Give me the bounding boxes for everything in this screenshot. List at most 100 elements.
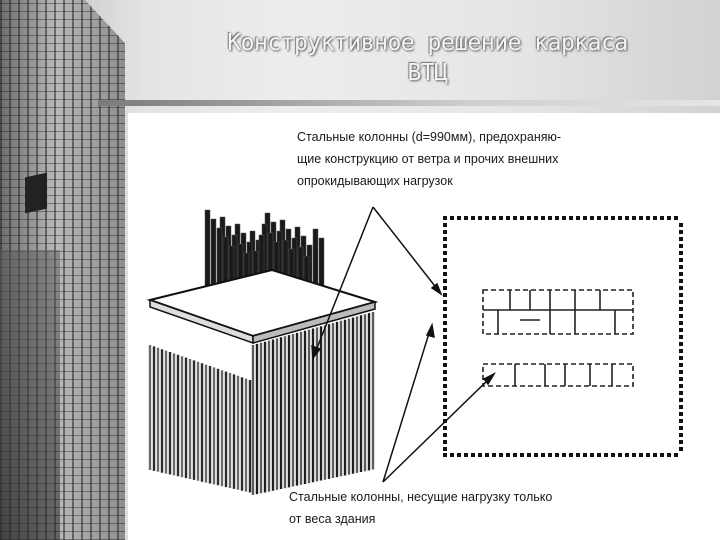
plan-column-dot <box>443 223 447 227</box>
plan-column-dot <box>443 440 447 444</box>
plan-column-dot <box>443 398 447 402</box>
plan-column-dot <box>646 453 650 457</box>
plan-column-dot <box>679 377 683 381</box>
plan-core-block <box>482 289 634 387</box>
plan-column-dot <box>679 272 683 276</box>
plan-column-dot <box>597 453 601 457</box>
plan-column-dot <box>562 453 566 457</box>
plan-column-dot <box>450 216 454 220</box>
plan-column-dot <box>513 453 517 457</box>
plan-column-dot <box>443 237 447 241</box>
plan-column-dot <box>604 216 608 220</box>
plan-column-dot <box>679 405 683 409</box>
plan-column-dot <box>590 216 594 220</box>
plan-column-dot <box>569 453 573 457</box>
plan-column-dot <box>646 216 650 220</box>
plan-column-dot <box>443 258 447 262</box>
plan-column-dot <box>653 453 657 457</box>
plan-column-dot <box>457 216 461 220</box>
plan-column-dot <box>527 216 531 220</box>
plan-column-dot <box>679 384 683 388</box>
plan-column-dot <box>443 433 447 437</box>
plan-column-dot <box>443 272 447 276</box>
plan-column-dot <box>443 384 447 388</box>
plan-column-dot <box>443 342 447 346</box>
plan-column-dot <box>485 453 489 457</box>
plan-column-dot <box>555 216 559 220</box>
plan-column-dot <box>443 265 447 269</box>
plan-column-dot <box>679 314 683 318</box>
plan-column-dot <box>457 453 461 457</box>
plan-column-dot <box>492 453 496 457</box>
plan-column-dot <box>632 216 636 220</box>
plan-column-dot <box>562 216 566 220</box>
plan-column-dot <box>679 230 683 234</box>
perimeter-column-bundle <box>148 312 375 495</box>
plan-column-dot <box>443 279 447 283</box>
plan-column-dot <box>548 453 552 457</box>
plan-perimeter-columns <box>443 216 683 457</box>
plan-column-dot <box>679 433 683 437</box>
plan-column-dot <box>443 307 447 311</box>
slide-title-line1: Конструктивное решение каркаса <box>227 30 628 56</box>
plan-column-dot <box>679 398 683 402</box>
floor-slab-side-right <box>252 301 376 344</box>
plan-column-dot <box>639 216 643 220</box>
plan-column-dot <box>443 412 447 416</box>
plan-column-dot <box>679 265 683 269</box>
plan-column-dot <box>679 335 683 339</box>
plan-column-dot <box>660 453 664 457</box>
plan-column-dot <box>506 216 510 220</box>
plan-column-dot <box>471 216 475 220</box>
plan-column-dot <box>667 453 671 457</box>
plan-column-dot <box>492 216 496 220</box>
plan-column-dot <box>443 453 447 457</box>
plan-column-dot <box>443 335 447 339</box>
plan-column-dot <box>569 216 573 220</box>
plan-column-dot <box>555 453 559 457</box>
plan-column-dot <box>443 286 447 290</box>
plan-column-dot <box>679 251 683 255</box>
plan-column-dot <box>527 453 531 457</box>
plan-column-dot <box>499 216 503 220</box>
plan-column-dot <box>618 453 622 457</box>
plan-column-dot <box>534 216 538 220</box>
plan-column-dot <box>443 447 447 451</box>
plan-column-dot <box>443 363 447 367</box>
plan-column-dot <box>679 300 683 304</box>
plan-column-dot <box>464 453 468 457</box>
plan-column-dot <box>478 453 482 457</box>
plan-column-dot <box>443 426 447 430</box>
plan-column-dot <box>679 321 683 325</box>
plan-column-dot <box>443 251 447 255</box>
plan-column-dot <box>443 370 447 374</box>
plan-column-dot <box>653 216 657 220</box>
plan-column-dot <box>583 216 587 220</box>
plan-column-dot <box>660 216 664 220</box>
plan-column-dot <box>499 453 503 457</box>
plan-column-dot <box>639 453 643 457</box>
plan-column-dot <box>443 230 447 234</box>
plan-column-dot <box>679 370 683 374</box>
caption-perimeter-columns: Стальные колонны (d=990мм), предохраняю-… <box>297 130 562 188</box>
pointer-arrows <box>311 206 496 483</box>
title-divider <box>98 100 720 106</box>
plan-column-dot <box>679 440 683 444</box>
plan-column-dot <box>597 216 601 220</box>
plan-column-dot <box>679 237 683 241</box>
plan-column-dot <box>679 342 683 346</box>
plan-column-dot <box>625 216 629 220</box>
caption-core-columns: Стальные колонны, несущие нагрузку тольк… <box>289 490 553 526</box>
plan-column-dot <box>667 216 671 220</box>
plan-column-dot <box>443 244 447 248</box>
plan-column-dot <box>674 216 678 220</box>
plan-column-dot <box>679 363 683 367</box>
plan-column-dot <box>443 293 447 297</box>
plan-column-dot <box>471 453 475 457</box>
plan-column-dot <box>443 328 447 332</box>
plan-column-dot <box>443 321 447 325</box>
plan-column-dot <box>679 223 683 227</box>
plan-column-dot <box>513 216 517 220</box>
plan-column-dot <box>679 391 683 395</box>
plan-column-dot <box>604 453 608 457</box>
